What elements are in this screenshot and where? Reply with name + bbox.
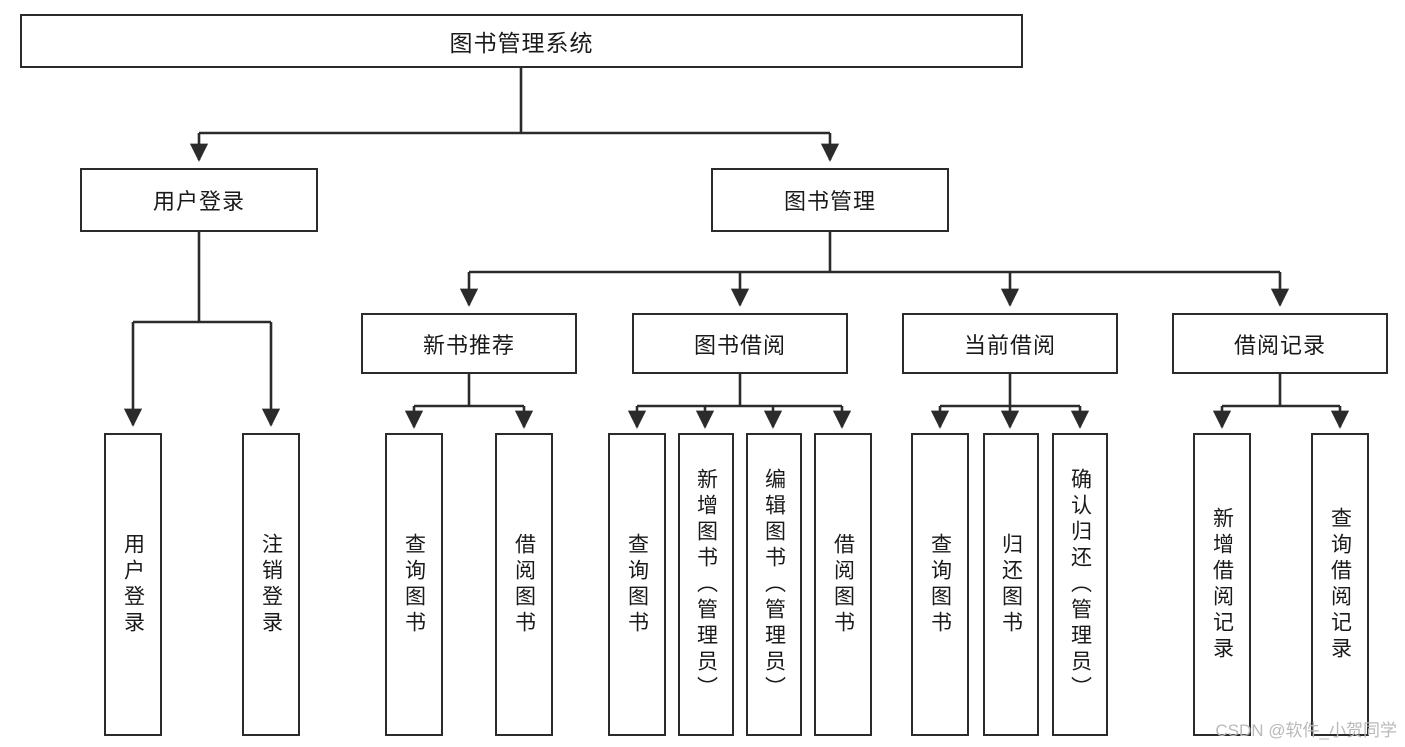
leaf-add-borrow-record[interactable]: 新增借阅记录 [1193,433,1251,736]
leaf-label: 确认归还（管理员） [1068,467,1092,702]
leaf-return-book[interactable]: 归还图书 [983,433,1039,736]
leaf-query-borrow-record[interactable]: 查询借阅记录 [1311,433,1369,736]
leaf-add-book-admin[interactable]: 新增图书（管理员） [678,433,734,736]
leaf-label: 查询图书 [402,532,426,637]
leaf-edit-book-admin[interactable]: 编辑图书（管理员） [746,433,802,736]
leaf-logout[interactable]: 注销登录 [242,433,300,736]
node-borrow-record[interactable]: 借阅记录 [1172,313,1388,374]
leaf-label: 查询借阅记录 [1328,506,1352,663]
leaf-borrow-book-recommend[interactable]: 借阅图书 [495,433,553,736]
leaf-label: 归还图书 [999,532,1023,637]
leaf-label: 查询图书 [928,532,952,637]
leaf-label: 查询图书 [625,532,649,637]
leaf-label: 新增图书（管理员） [694,467,718,702]
leaf-label: 新增借阅记录 [1210,506,1234,663]
leaf-query-book-recommend[interactable]: 查询图书 [385,433,443,736]
leaf-borrow-book[interactable]: 借阅图书 [814,433,872,736]
leaf-confirm-return-admin[interactable]: 确认归还（管理员） [1052,433,1108,736]
leaf-label: 编辑图书（管理员） [762,467,786,702]
leaf-label: 注销登录 [259,532,283,637]
node-book-borrow[interactable]: 图书借阅 [632,313,848,374]
node-current-borrow[interactable]: 当前借阅 [902,313,1118,374]
leaf-user-login[interactable]: 用户登录 [104,433,162,736]
node-book-management[interactable]: 图书管理 [711,168,949,232]
node-new-book-recommend[interactable]: 新书推荐 [361,313,577,374]
node-root[interactable]: 图书管理系统 [20,14,1023,68]
leaf-label: 用户登录 [121,532,145,637]
leaf-label: 借阅图书 [831,532,855,637]
leaf-query-book-current[interactable]: 查询图书 [911,433,969,736]
leaf-label: 借阅图书 [512,532,536,637]
node-user-login[interactable]: 用户登录 [80,168,318,232]
leaf-query-book[interactable]: 查询图书 [608,433,666,736]
